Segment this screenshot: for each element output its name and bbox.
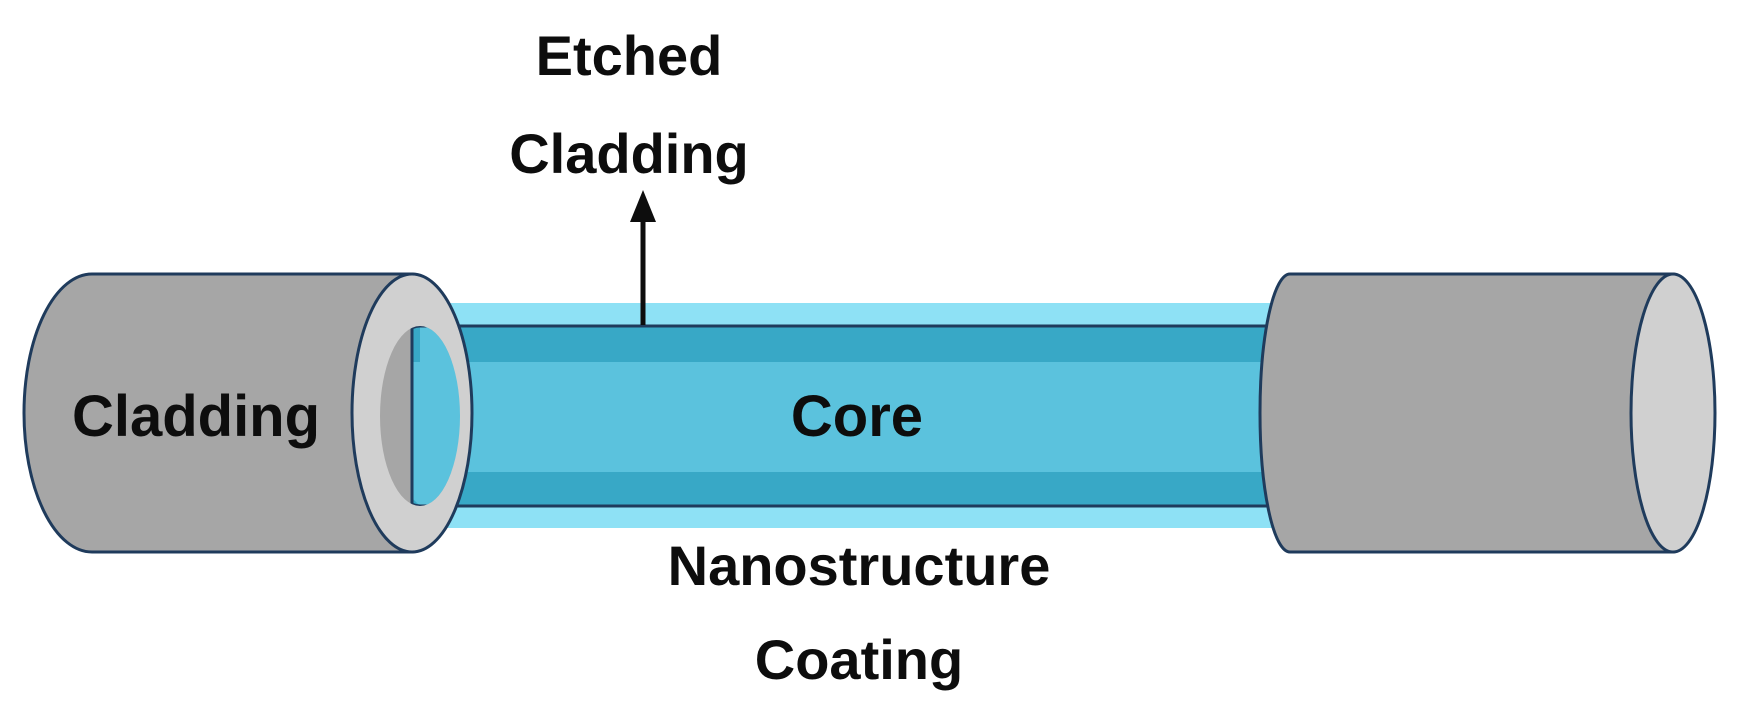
etched-cladding-label-line2: Cladding [509, 122, 749, 185]
core-top-shade [420, 326, 1270, 362]
right-cladding-cylinder [1258, 272, 1717, 554]
cladding-label: Cladding [72, 384, 320, 449]
nanostructure-coating-label-line1: Nanostructure [668, 534, 1051, 597]
core-bottom-shade [420, 472, 1270, 506]
etched-cladding-label-line1: Etched [536, 24, 723, 87]
right-cladding-body [1258, 272, 1675, 554]
left-cladding-face-outline [350, 272, 474, 554]
left-cladding-body [22, 272, 414, 554]
nanostructure-coating-label-line2: Coating [755, 628, 963, 691]
core-label: Core [791, 384, 923, 449]
left-cladding-cylinder [22, 272, 474, 554]
left-cladding-end-face [352, 274, 472, 552]
right-cladding-end-face [1629, 272, 1717, 554]
etched-cladding-arrow [630, 190, 656, 325]
arrow-head-icon [630, 190, 656, 222]
